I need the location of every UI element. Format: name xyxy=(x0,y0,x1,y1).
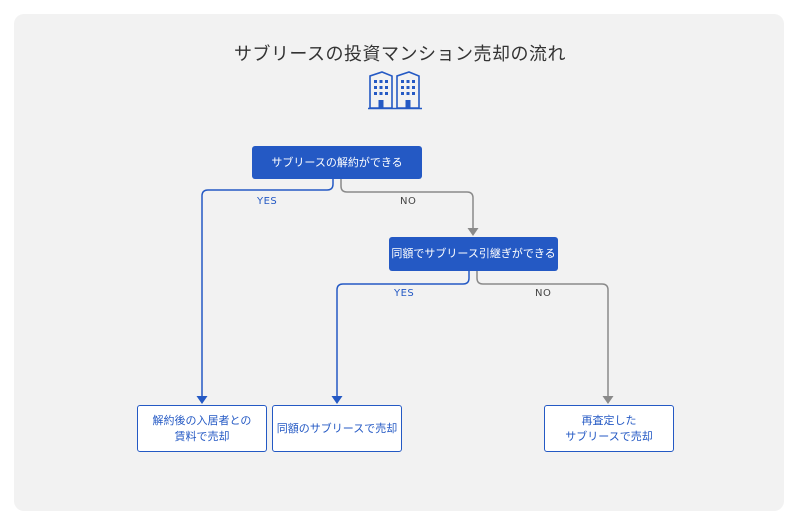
arrowhead-r3 xyxy=(602,396,614,404)
edge-label-q1-yes: YES xyxy=(257,196,278,207)
question-node-2-label: 同額でサブリース引継ぎができる xyxy=(391,247,556,260)
question-node-1-label: サブリースの解約ができる xyxy=(271,155,403,169)
result-node-3-line1: 再査定した xyxy=(581,413,637,427)
edge-q1-yes xyxy=(201,179,334,396)
edge-q2-no xyxy=(476,271,609,396)
result-node-3-line2: サブリースで売却 xyxy=(565,429,653,443)
question-node-1: サブリースの解約ができる xyxy=(252,146,422,179)
question-node-2: 同額でサブリース引継ぎができる xyxy=(389,237,558,271)
edge-q2-yes xyxy=(336,271,470,396)
arrowhead-q2 xyxy=(467,228,479,236)
edge-label-q1-no: NO xyxy=(400,196,417,207)
arrowhead-r2 xyxy=(331,396,343,404)
edge-label-q2-yes: YES xyxy=(394,288,415,299)
result-node-2: 同額のサブリースで売却 xyxy=(272,405,402,452)
arrowhead-r1 xyxy=(196,396,208,404)
diagram-title: サブリースの投資マンション売却の流れ xyxy=(233,44,567,65)
result-node-2-label: 同額のサブリースで売却 xyxy=(276,421,398,435)
result-node-1-line1: 解約後の入居者との xyxy=(152,413,252,427)
result-node-3: 再査定した サブリースで売却 xyxy=(544,405,674,452)
buildings-icon xyxy=(368,70,422,114)
result-node-1: 解約後の入居者との 賃料で売却 xyxy=(137,405,267,452)
edge-label-q2-no: NO xyxy=(535,288,552,299)
result-node-1-line2: 賃料で売却 xyxy=(174,429,230,443)
edge-q1-no xyxy=(340,179,474,228)
